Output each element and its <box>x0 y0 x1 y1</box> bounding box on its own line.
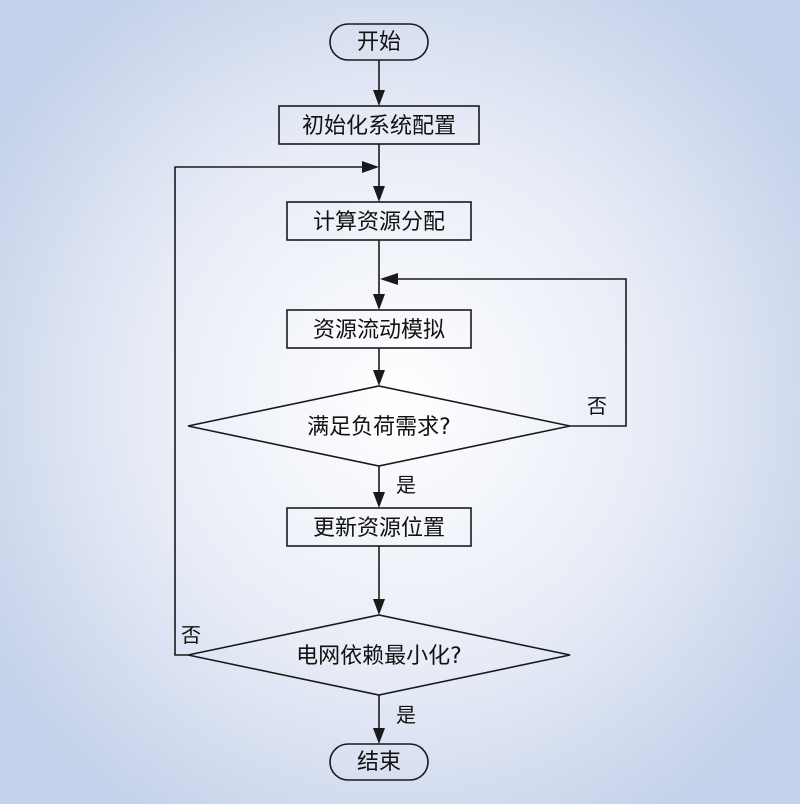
arrowhead <box>373 90 385 106</box>
init-node-label: 初始化系统配置 <box>302 114 456 139</box>
update-node: 更新资源位置 <box>286 507 472 547</box>
edge-line <box>396 278 627 427</box>
grid-check-yes-label: 是 <box>396 703 416 727</box>
edge-grid-check-yes: 是 <box>373 695 416 744</box>
start-node-label: 开始 <box>357 30 401 55</box>
arrowhead <box>373 599 385 615</box>
arrowhead <box>373 370 385 386</box>
arrowhead <box>373 728 385 744</box>
arrowhead <box>373 294 385 310</box>
arrowhead <box>373 186 385 202</box>
edge-load-check-yes: 是 <box>373 466 416 508</box>
edge-start-to-init <box>373 60 385 106</box>
edge-init-to-compute <box>373 144 385 202</box>
arrowhead <box>362 161 379 173</box>
simulate-node: 资源流动模拟 <box>286 309 472 349</box>
grid-check-node: 电网依赖最小化? <box>187 614 571 696</box>
end-node: 结束 <box>329 743 429 781</box>
end-node-label: 结束 <box>357 750 401 775</box>
arrowhead <box>373 492 385 508</box>
load-check-yes-label: 是 <box>396 473 416 497</box>
init-node: 初始化系统配置 <box>278 105 480 145</box>
compute-node-label: 计算资源分配 <box>313 210 445 235</box>
edge-update-to-grid-check <box>373 546 385 615</box>
compute-node: 计算资源分配 <box>286 201 472 241</box>
end-node-shape <box>329 743 429 781</box>
grid-check-node-label: 电网依赖最小化? <box>296 644 462 669</box>
arrowhead <box>380 273 398 285</box>
load-check-no-label: 否 <box>587 394 607 418</box>
update-node-label: 更新资源位置 <box>313 516 445 541</box>
edge-simulate-to-load-check <box>373 348 385 386</box>
start-node: 开始 <box>329 23 429 61</box>
edge-compute-to-simulate <box>373 240 385 310</box>
edge-load-check-no-loop: 否 <box>380 273 627 427</box>
simulate-node-label: 资源流动模拟 <box>313 318 445 343</box>
load-check-node-label: 满足负荷需求? <box>307 415 451 440</box>
edge-grid-check-no-loop: 否 <box>174 161 379 656</box>
grid-check-no-label: 否 <box>181 623 201 647</box>
load-check-node: 满足负荷需求? <box>187 385 571 467</box>
edge-line <box>174 166 362 656</box>
